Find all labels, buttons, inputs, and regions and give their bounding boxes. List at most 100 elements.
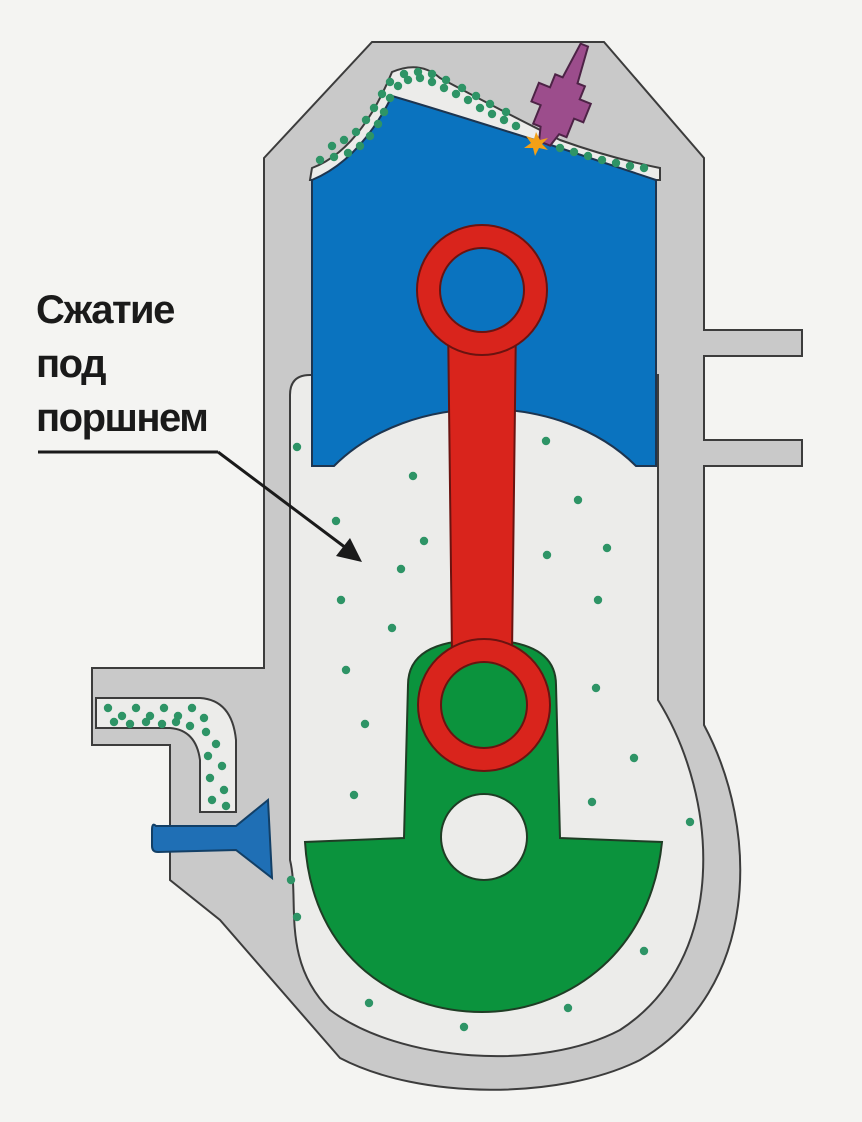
mixture-dot [413, 67, 423, 77]
mixture-dot [471, 91, 481, 101]
mixture-dot [125, 719, 135, 729]
mixture-dot [292, 912, 302, 922]
mixture-dot [157, 719, 167, 729]
mixture-dot [211, 739, 221, 749]
mixture-dot [399, 69, 409, 79]
mixture-dot [292, 442, 302, 452]
mixture-dot [387, 623, 397, 633]
mixture-dot [463, 95, 473, 105]
mixture-dot [639, 163, 649, 173]
mixture-dot [427, 69, 437, 79]
mixture-dot [221, 801, 231, 811]
mixture-dot [187, 703, 197, 713]
mixture-dot [485, 99, 495, 109]
mixture-dot [286, 875, 296, 885]
mixture-dot [207, 795, 217, 805]
crank-pin [440, 661, 528, 749]
mixture-dot [602, 543, 612, 553]
mixture-dot [327, 141, 337, 151]
mixture-dot [611, 158, 621, 168]
mixture-dot [591, 683, 601, 693]
mixture-dot [315, 155, 325, 165]
mixture-dot [103, 703, 113, 713]
mixture-dot [339, 135, 349, 145]
mixture-dot [583, 151, 593, 161]
mixture-dot [385, 77, 395, 87]
mixture-dot [341, 665, 351, 675]
mixture-dot [541, 436, 551, 446]
spark-icon [524, 132, 548, 156]
spark-plug-icon [530, 42, 593, 147]
mixture-dot [379, 107, 389, 117]
mixture-dot [639, 946, 649, 956]
mixture-dot [396, 564, 406, 574]
mixture-dot [439, 83, 449, 93]
mixture-dot [597, 155, 607, 165]
mixture-dot [329, 152, 339, 162]
mixture-dot [360, 719, 370, 729]
label-line-1: Сжатие [36, 288, 175, 332]
label-line-3: поршнем [36, 396, 209, 440]
mixture-dot [343, 148, 353, 158]
intake-port [95, 697, 237, 813]
mixture-dot [441, 75, 451, 85]
mixture-dot [499, 115, 509, 125]
mixture-dot [355, 141, 365, 151]
mixture-dot [185, 721, 195, 731]
mixture-dot [427, 77, 437, 87]
annotation-arrow [38, 450, 362, 562]
mixture-dot [145, 711, 155, 721]
fuel-mixture [103, 67, 695, 1032]
mixture-dot [219, 785, 229, 795]
mixture-dot [364, 998, 374, 1008]
mixture-dot [569, 147, 579, 157]
mixture-dot [457, 83, 467, 93]
mixture-dot [171, 717, 181, 727]
mixture-dot [419, 536, 429, 546]
mixture-dot [109, 717, 119, 727]
mixture-dot [373, 119, 383, 129]
mixture-dot [573, 495, 583, 505]
mixture-dot [511, 121, 521, 131]
mixture-dot [403, 75, 413, 85]
mixture-dot [593, 595, 603, 605]
label-line-2: под [36, 342, 106, 386]
connecting-rod [446, 319, 518, 656]
mixture-dot [587, 797, 597, 807]
mixture-dot [629, 753, 639, 763]
mixture-dot [542, 550, 552, 560]
mixture-dot [117, 711, 127, 721]
mixture-dot [141, 717, 151, 727]
mixture-dot [563, 1003, 573, 1013]
mixture-dot [369, 103, 379, 113]
mixture-dot [625, 161, 635, 171]
mixture-dot [199, 713, 209, 723]
crankshaft-bore [440, 793, 528, 881]
piston-pin-bore [439, 247, 525, 333]
mixture-dot [201, 727, 211, 737]
mixture-dot [487, 109, 497, 119]
mixture-dot [331, 516, 341, 526]
mixture-dot [377, 89, 387, 99]
mixture-dot [459, 1022, 469, 1032]
reed-valve-icon [151, 797, 274, 881]
mixture-dot [501, 107, 511, 117]
mixture-dot [385, 93, 395, 103]
mixture-dot [351, 127, 361, 137]
mixture-dot [451, 89, 461, 99]
mixture-dot [408, 471, 418, 481]
mixture-dot [393, 81, 403, 91]
mixture-dot [217, 761, 227, 771]
mixture-dot [159, 703, 169, 713]
mixture-dot [349, 790, 359, 800]
mixture-dot [685, 817, 695, 827]
mixture-dot [365, 131, 375, 141]
mixture-dot [361, 115, 371, 125]
mixture-dot [203, 751, 213, 761]
mixture-dot [475, 103, 485, 113]
mixture-dot [205, 773, 215, 783]
mixture-dot [336, 595, 346, 605]
mixture-dot [131, 703, 141, 713]
mixture-dot [555, 143, 565, 153]
